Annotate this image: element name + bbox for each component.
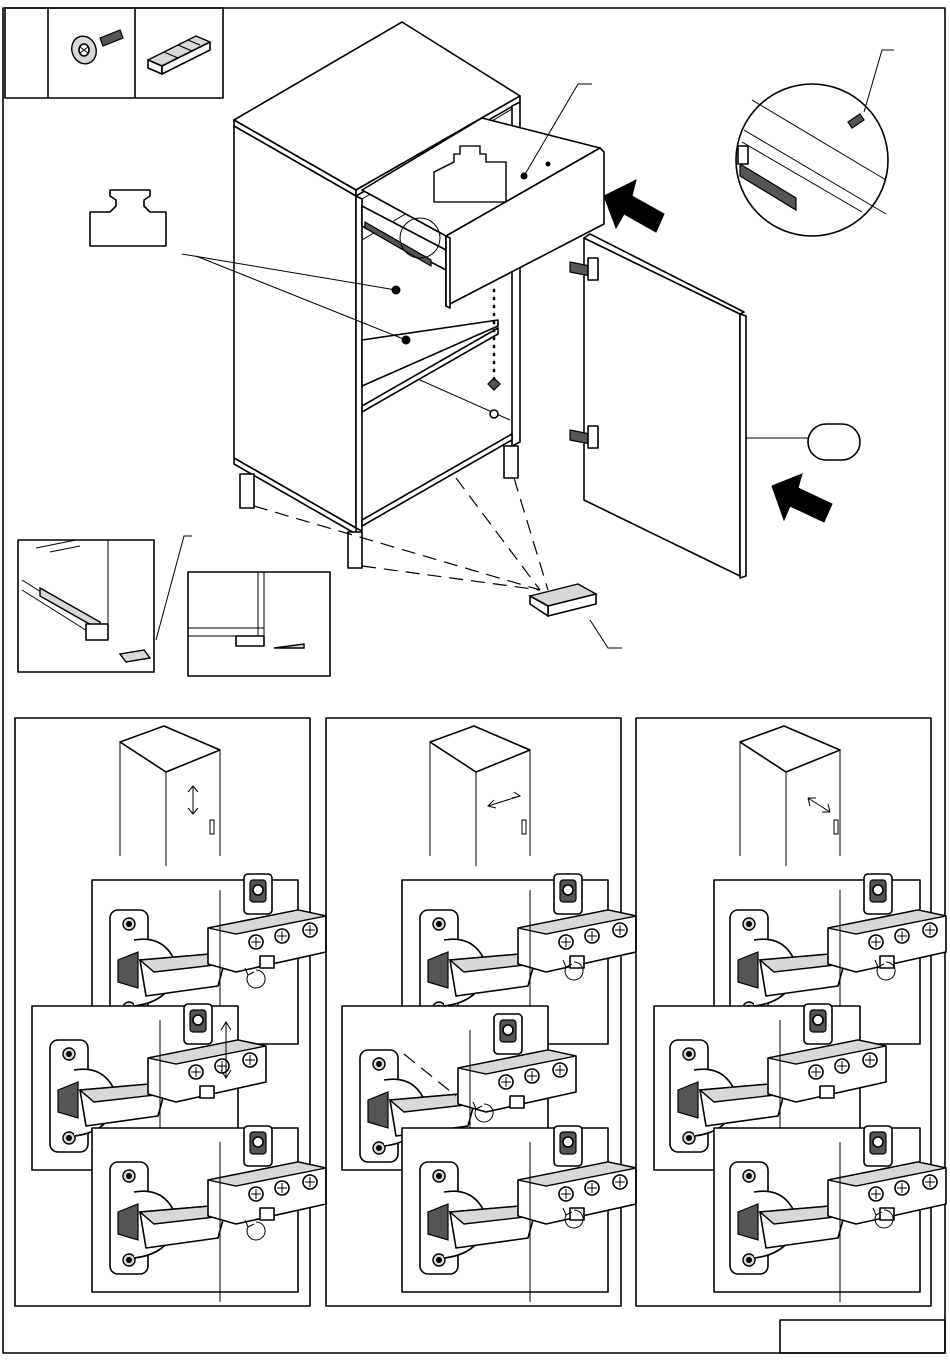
leveling-shim-icon	[530, 584, 596, 616]
page-number-box	[780, 1320, 945, 1353]
door	[570, 234, 860, 578]
leveling-shim-icon	[148, 36, 210, 74]
screw-icon	[68, 30, 123, 67]
push-arrow-icon	[772, 474, 832, 522]
leveling-detail-inset	[18, 536, 192, 672]
push-arrow-icon	[604, 180, 664, 232]
parts-box	[5, 8, 223, 98]
hinge-panel-horizontal	[326, 718, 636, 1306]
gap-detail-inset	[188, 572, 330, 676]
cabinet	[234, 22, 520, 568]
hinge-panel-vertical	[15, 718, 326, 1306]
hinge-panel-depth	[636, 718, 946, 1306]
door-label-bubble	[808, 424, 860, 460]
detail-zoom-circle	[736, 50, 894, 236]
